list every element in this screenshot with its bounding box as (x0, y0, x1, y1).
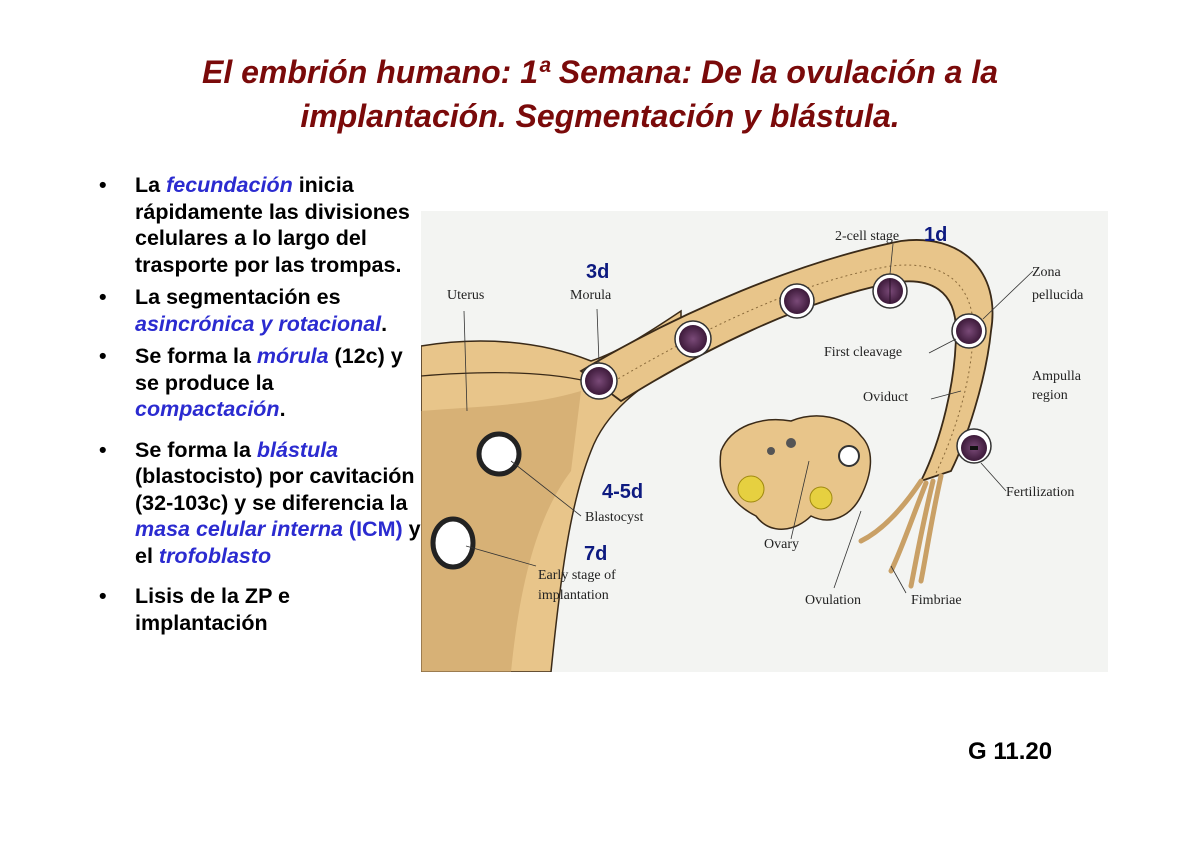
bullet-icon: • (99, 584, 107, 608)
highlight-term: compactación (135, 397, 280, 421)
label-ampulla: Ampulla (1032, 369, 1081, 384)
text-segment: Se forma la (135, 437, 257, 462)
title-line-1: El embrión humano: 1ª Semana: De la ovul… (201, 54, 999, 90)
highlight-term: fecundación (166, 173, 293, 197)
bullet-icon: • (99, 173, 107, 197)
text-segment: Lisis de la ZP e implantación (135, 584, 290, 635)
label-uterus: Uterus (447, 288, 485, 303)
first-cleavage-cell (951, 313, 987, 349)
label-two-cell-stage: 2-cell stage (835, 229, 900, 244)
bullet-item: • Se forma la blástula (blastocisto) por … (95, 437, 425, 570)
day-label-3d: 3d (586, 261, 610, 283)
four-cell-stage (779, 283, 815, 319)
fimbriae-shape (858, 473, 944, 589)
label-morula: Morula (570, 288, 612, 303)
eight-cell-stage (674, 320, 712, 358)
highlight-term: asincrónica y rotacional (135, 311, 382, 336)
label-ovary: Ovary (764, 537, 799, 552)
text-segment: (blastocisto) por cavitación (32-103c) y… (135, 464, 415, 515)
text-segment: La segmentación es (135, 285, 341, 309)
bullet-icon: • (99, 437, 107, 462)
label-first-cleavage: First cleavage (824, 345, 903, 360)
day-label-7d: 7d (584, 543, 608, 565)
highlight-term: blástula (256, 437, 339, 462)
text-segment: inicia rápidamente las divisiones celula… (135, 173, 410, 277)
highlight-term: mórula (256, 344, 329, 368)
label-fimbriae: Fimbriae (911, 593, 962, 608)
bullet-text: Lisis de la ZP e implantación (135, 584, 290, 635)
bullet-icon: • (99, 285, 107, 309)
diagram-illustration (421, 239, 1034, 672)
bullet-text: Se forma la mórula (12c) y se produce la… (135, 344, 403, 421)
bullet-item: • La fecundación inicia rápidamente las d… (95, 172, 425, 278)
blastocyst-cell (476, 431, 522, 477)
highlight-term: masa celular interna (135, 517, 343, 541)
title-line-2: implantación. Segmentación y blástula. (300, 98, 900, 134)
text-segment: . (381, 311, 388, 336)
label-implantation: implantation (538, 588, 609, 603)
label-fertilization: Fertilization (1006, 485, 1075, 500)
label-region: region (1032, 388, 1068, 403)
highlight-term: trofoblasto (158, 543, 272, 568)
day-label-4-5d: 4-5d (602, 481, 644, 503)
bullet-text: La segmentación es asincrónica y rotacio… (135, 285, 387, 336)
bullet-item: • Lisis de la ZP e implantación (95, 583, 425, 636)
label-oviduct: Oviduct (863, 390, 909, 405)
slide-title: El embrión humano: 1ª Semana: De la ovul… (100, 50, 1100, 138)
bullet-item: • Se forma la mórula (12c) y se produce l… (95, 343, 425, 423)
bullet-list: • La fecundación inicia rápidamente las d… (95, 172, 425, 642)
ovary-shape (719, 415, 872, 530)
bullet-text: La fecundación inicia rápidamente las di… (135, 173, 410, 277)
leader-lines (463, 243, 1034, 594)
bullet-text: Se forma la blástula (blastocisto) por c… (135, 438, 421, 568)
text-segment: . (279, 397, 286, 421)
fertilization-cell (956, 428, 992, 464)
bullet-icon: • (99, 344, 107, 368)
figure-reference: G 11.20 (968, 738, 1053, 765)
morula-cell (580, 362, 618, 400)
text-segment: Se forma la (135, 344, 257, 368)
text-segment: y el (135, 517, 421, 568)
label-early-stage: Early stage of (538, 568, 616, 583)
label-ovulation: Ovulation (805, 593, 861, 608)
implanting-blastocyst (430, 516, 476, 570)
bullet-item: • La segmentación es asincrónica y rotaci… (95, 284, 425, 337)
label-zona: Zona (1032, 265, 1061, 280)
embryo-migration-diagram: Uterus Morula 2-cell stage Zona pellucid… (421, 211, 1108, 672)
text-segment: La (135, 173, 167, 197)
two-cell-stage (872, 273, 908, 309)
label-pellucida: pellucida (1032, 288, 1084, 303)
label-blastocyst: Blastocyst (585, 510, 644, 525)
day-label-1d: 1d (924, 224, 948, 246)
text-segment: (12c) y se produce la (135, 344, 403, 395)
highlight-abbrev: (ICM) (342, 517, 403, 541)
